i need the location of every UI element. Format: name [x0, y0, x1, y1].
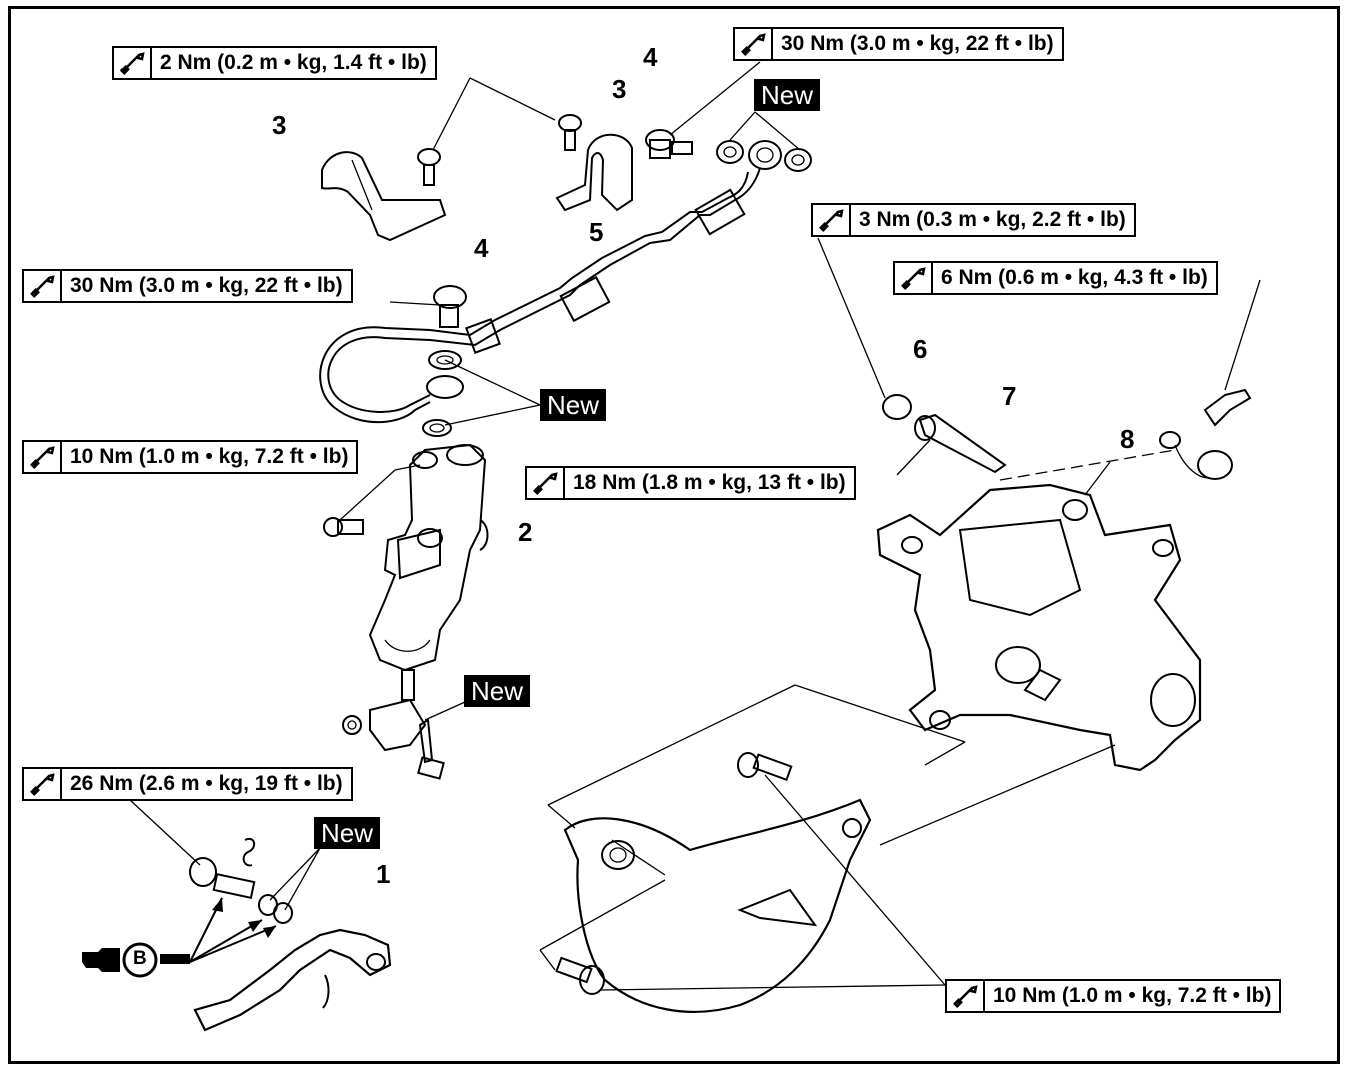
torque-wrench-icon [947, 981, 985, 1011]
part-number: 3 [612, 74, 627, 104]
torque-spec-label: 10 Nm (1.0 m • kg, 7.2 ft • lb) [22, 440, 359, 474]
torque-wrench-icon [114, 48, 152, 78]
torque-wrench-icon [813, 205, 851, 235]
torque-spec-label: 10 Nm (1.0 m • kg, 7.2 ft • lb) [945, 979, 1282, 1013]
torque-spec-text: 3 Nm (0.3 m • kg, 2.2 ft • lb) [859, 208, 1126, 231]
part-number: 4 [643, 42, 658, 72]
torque-spec-text: 26 Nm (2.6 m • kg, 19 ft • lb) [70, 772, 343, 795]
torque-wrench-icon [24, 271, 62, 301]
torque-spec-label: 6 Nm (0.6 m • kg, 4.3 ft • lb) [893, 261, 1218, 295]
torque-spec-label: 30 Nm (3.0 m • kg, 22 ft • lb) [733, 27, 1064, 61]
torque-wrench-icon [895, 263, 933, 293]
torque-spec-text: 30 Nm (3.0 m • kg, 22 ft • lb) [781, 32, 1054, 55]
diagram-frame [8, 6, 1340, 1064]
torque-wrench-icon [24, 769, 62, 799]
torque-spec-label: 30 Nm (3.0 m • kg, 22 ft • lb) [22, 269, 353, 303]
grease-type-letter: B [133, 948, 147, 969]
part-number: 7 [1002, 381, 1017, 411]
torque-spec-label: 26 Nm (2.6 m • kg, 19 ft • lb) [22, 767, 353, 801]
part-number: 5 [589, 217, 604, 247]
part-number: 3 [272, 110, 287, 140]
part-number: 8 [1120, 424, 1135, 454]
new-part-tag: New [540, 389, 607, 421]
torque-spec-label: 3 Nm (0.3 m • kg, 2.2 ft • lb) [811, 203, 1136, 237]
torque-wrench-icon [24, 442, 62, 472]
part-number: 1 [376, 859, 391, 889]
torque-spec-text: 6 Nm (0.6 m • kg, 4.3 ft • lb) [941, 266, 1208, 289]
torque-spec-label: 18 Nm (1.8 m • kg, 13 ft • lb) [525, 466, 856, 500]
part-number: 4 [474, 233, 489, 263]
torque-spec-text: 30 Nm (3.0 m • kg, 22 ft • lb) [70, 274, 343, 297]
grease-gun-icon: B [80, 940, 192, 980]
torque-wrench-icon [735, 29, 773, 59]
torque-spec-text: 10 Nm (1.0 m • kg, 7.2 ft • lb) [993, 984, 1272, 1007]
torque-spec-text: 18 Nm (1.8 m • kg, 13 ft • lb) [573, 471, 846, 494]
torque-wrench-icon [527, 468, 565, 498]
new-part-tag: New [464, 675, 531, 707]
part-number: 6 [913, 334, 928, 364]
torque-spec-label: 2 Nm (0.2 m • kg, 1.4 ft • lb) [112, 46, 437, 80]
new-part-tag: New [754, 79, 821, 111]
torque-spec-text: 2 Nm (0.2 m • kg, 1.4 ft • lb) [160, 51, 427, 74]
new-part-tag: New [314, 817, 381, 849]
part-number: 2 [518, 517, 533, 547]
torque-spec-text: 10 Nm (1.0 m • kg, 7.2 ft • lb) [70, 445, 349, 468]
